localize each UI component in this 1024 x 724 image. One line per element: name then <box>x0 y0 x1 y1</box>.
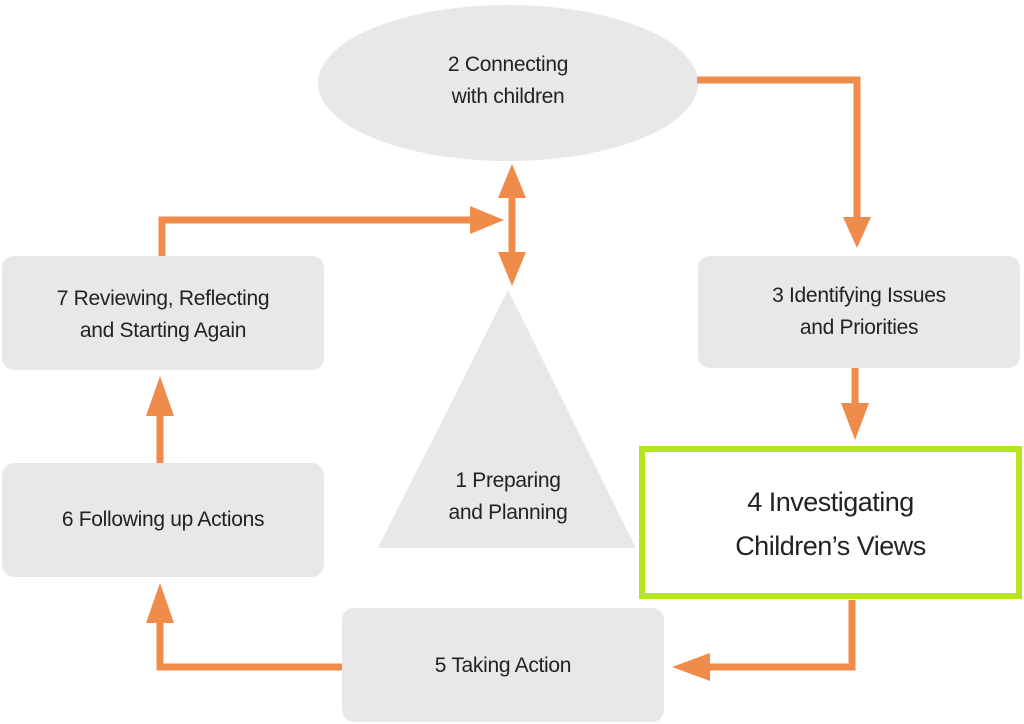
node-step4-shape <box>639 446 1022 599</box>
node-step1-label: 1 Preparing and Planning <box>418 461 598 533</box>
node-step1-line2: and Planning <box>448 501 568 524</box>
node-step1-line1: 1 Preparing <box>455 469 561 492</box>
arrow-step2-to-step3 <box>697 76 861 220</box>
node-step7-label: 7 Reviewing, Reflecting and Starting Aga… <box>2 279 324 351</box>
node-step2-line2: with children <box>451 85 565 108</box>
arrowhead-into-step6 <box>146 583 174 623</box>
node-step6-line1: 6 Following up Actions <box>61 508 265 531</box>
arrowhead-down-into-step1 <box>498 252 526 286</box>
arrowhead-into-step4 <box>841 403 869 440</box>
node-step2-shape <box>318 5 698 161</box>
arrowhead-step7-to-step2 <box>470 206 504 234</box>
arrowhead-into-step3 <box>843 217 871 248</box>
arrow-step7-to-step2 <box>158 216 474 256</box>
node-step5-label: 5 Taking Action <box>342 648 664 684</box>
node-step3-shape <box>698 256 1020 368</box>
arrow-step5-to-step6 <box>156 620 342 671</box>
node-step6-label: 6 Following up Actions <box>2 502 324 538</box>
node-step4-line2: Children’s Views <box>735 531 926 561</box>
node-step1-shape <box>378 290 636 548</box>
node-step5-line1: 5 Taking Action <box>434 654 572 677</box>
node-step4-label: 4 Investigating Children’s Views <box>645 480 1016 568</box>
node-step3-line2: and Priorities <box>799 316 919 339</box>
node-step3-label: 3 Identifying Issues and Priorities <box>698 276 1020 348</box>
node-step6-shape <box>2 463 324 577</box>
node-step7-shape <box>2 256 324 370</box>
arrow-step4-to-step5 <box>706 600 856 671</box>
node-step2-label: 2 Connecting with children <box>368 45 648 117</box>
node-step7-line1: 7 Reviewing, Reflecting <box>56 287 270 310</box>
node-step5-shape <box>342 608 664 722</box>
node-step4-line1: 4 Investigating <box>747 487 914 517</box>
arrowhead-into-step5 <box>672 653 710 681</box>
arrowhead-up-into-step2 <box>498 164 526 198</box>
node-step7-line2: and Starting Again <box>79 319 247 342</box>
node-step3-line1: 3 Identifying Issues <box>772 284 946 307</box>
node-step2-line1: 2 Connecting <box>447 53 569 76</box>
arrowhead-into-step7 <box>146 376 174 416</box>
